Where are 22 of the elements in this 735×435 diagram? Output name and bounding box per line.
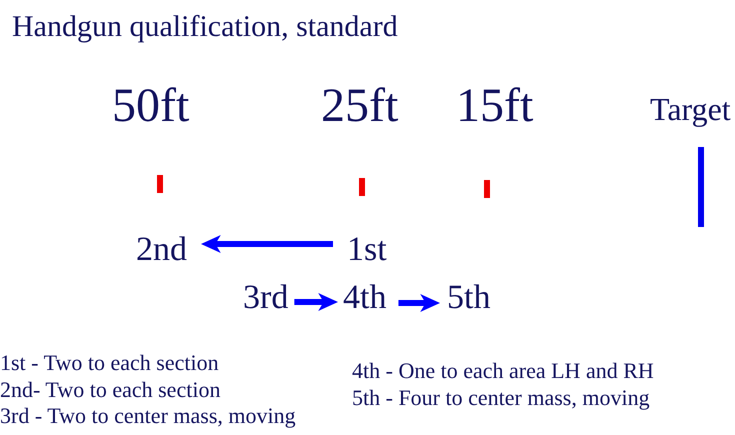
stage-label: 3rd — [243, 281, 288, 315]
stage-label: 2nd — [136, 233, 187, 267]
note-text: 5th - Four to center mass, moving — [352, 387, 650, 409]
stage-label: 4th — [343, 281, 386, 315]
title: Handgun qualification, standard — [12, 12, 398, 42]
arrow — [398, 294, 440, 312]
stage-label: 5th — [447, 281, 490, 315]
note-text: 1st - Two to each section — [0, 352, 219, 374]
position-marker — [157, 175, 163, 193]
note-text: 2nd- Two to each section — [0, 379, 220, 401]
arrow — [201, 235, 333, 253]
note-text: 3rd - Two to center mass, moving — [0, 405, 296, 427]
position-marker — [484, 180, 490, 198]
stage-label: 1st — [347, 233, 387, 267]
target-label: Target — [650, 93, 731, 125]
note-text: 4th - One to each area LH and RH — [352, 360, 654, 382]
distance-label: 50ft — [112, 82, 190, 130]
position-marker — [359, 178, 365, 196]
arrow — [294, 293, 338, 311]
target-bar — [698, 147, 704, 227]
distance-label: 15ft — [456, 82, 534, 130]
distance-label: 25ft — [321, 82, 398, 130]
